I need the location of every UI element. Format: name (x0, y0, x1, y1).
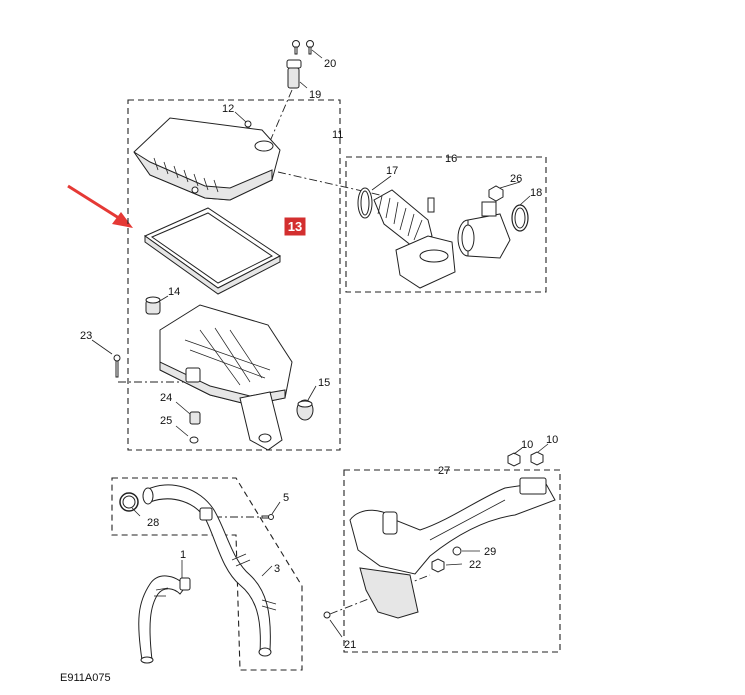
callout-22: 22 (469, 559, 481, 571)
pointer-arrow (67, 184, 133, 228)
air-intake-duct (349, 477, 556, 619)
part-20-bolts (292, 40, 314, 55)
part-5-bolt (261, 514, 274, 520)
callout-28: 28 (147, 517, 159, 529)
part-28-clamp (119, 492, 139, 512)
callout-14: 14 (168, 286, 180, 298)
part-25-washer (189, 436, 199, 444)
callout-10b: 10 (546, 434, 558, 446)
air-inlet-hose (373, 189, 456, 289)
callout-19: 19 (309, 89, 321, 101)
callout-29: 29 (484, 546, 496, 558)
figure-code: E911A075 (60, 672, 111, 684)
part-19-sensor (286, 59, 302, 89)
centerline-bolt-19 (267, 89, 293, 147)
air-cleaner-housing (159, 304, 293, 451)
part-23-bolt (113, 354, 121, 378)
callout-27: 27 (438, 465, 450, 477)
group-box-28-3 (111, 477, 303, 671)
part-21-bolt (323, 611, 331, 619)
part-22-nut (431, 558, 445, 573)
callout-12: 12 (222, 103, 234, 115)
callout-25: 25 (160, 415, 172, 427)
callout-24: 24 (160, 392, 172, 404)
callout-10a: 10 (521, 439, 533, 451)
callout-21: 21 (344, 639, 356, 651)
callout-15: 15 (318, 377, 330, 389)
callout-1: 1 (180, 549, 186, 561)
callout-26: 26 (510, 173, 522, 185)
highlight-label-13-text: 13 (288, 219, 302, 234)
callout-3: 3 (274, 563, 280, 575)
part-1-hose (138, 575, 191, 664)
group-box-16 (345, 156, 547, 293)
callout-16: 16 (445, 153, 457, 165)
part-14-grommet (145, 296, 161, 315)
mass-air-flow-sensor (457, 201, 511, 259)
part-18-clamp (511, 204, 529, 232)
highlight-label-13: 13 (284, 217, 306, 236)
air-cleaner-cover (133, 117, 281, 201)
callout-17: 17 (386, 165, 398, 177)
callout-23: 23 (80, 330, 92, 342)
part-26-nut (488, 185, 504, 202)
part-29-fastener (452, 546, 462, 556)
callout-18: 18 (530, 187, 542, 199)
group-box-27 (343, 469, 561, 653)
callout-20: 20 (324, 58, 336, 70)
part-17-clamp (357, 187, 373, 219)
part-24-clip (189, 411, 201, 425)
leader-lines (91, 49, 549, 638)
part-13-filter-element (143, 207, 281, 295)
part-15-grommet (296, 399, 314, 421)
part-10-nuts (507, 451, 544, 467)
part-3-hose (142, 484, 277, 657)
callout-11: 11 (332, 129, 343, 141)
group-box-11 (127, 99, 341, 451)
callout-5: 5 (283, 492, 289, 504)
